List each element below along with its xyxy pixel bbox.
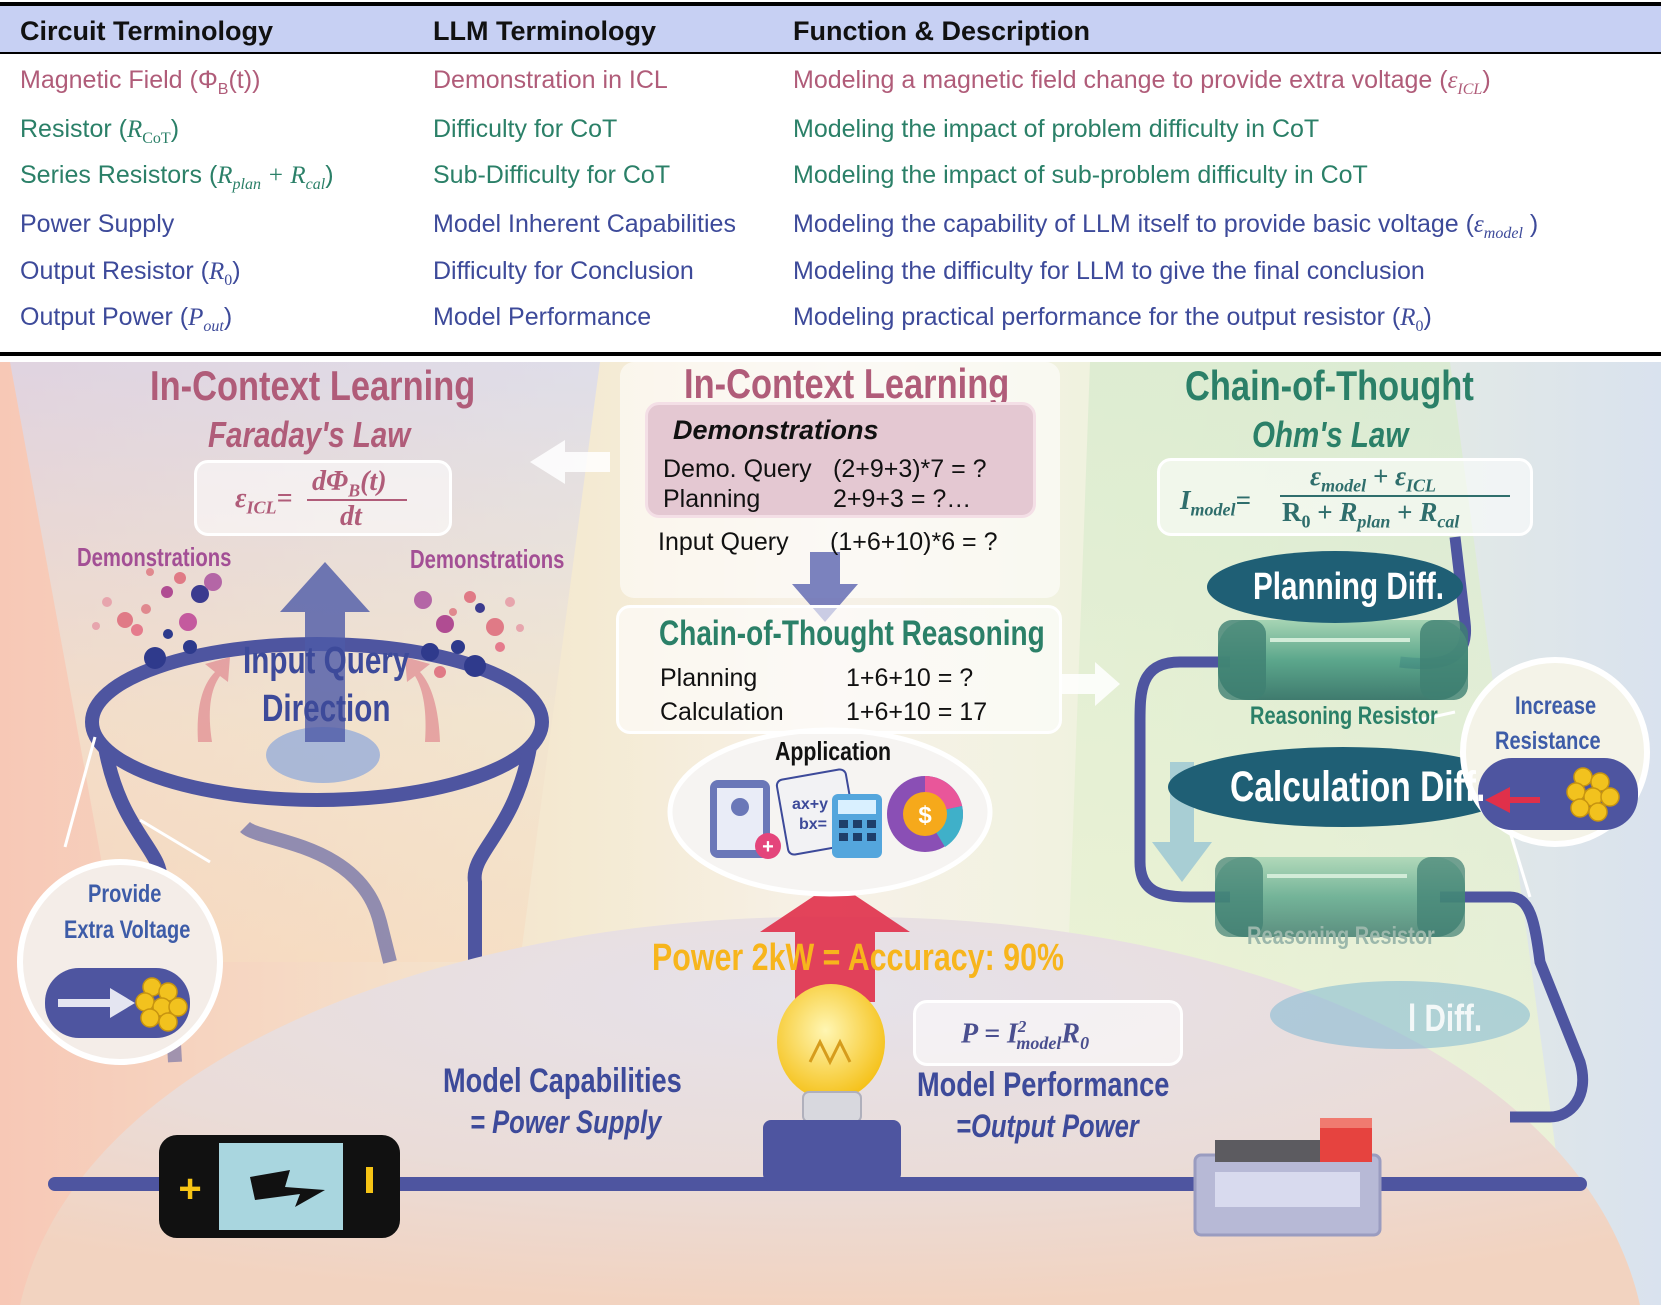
row5-llm: Difficulty for Conclusion [433,257,694,285]
row4-circuit: Power Supply [20,210,175,238]
increase-label: Increase [1515,692,1597,720]
cot-calculation-value: 1+6+10 = 17 [846,698,988,726]
cot-planning-label: Planning [660,664,758,692]
reasoning-resistor-label-2: Reasoning Resistor [1247,922,1435,950]
provide-label: Provide [88,880,162,908]
model-performance-label: Model Performance [917,1066,1170,1104]
input-query-label: Input Query [243,640,410,682]
demonstrations-heading: Demonstrations [673,415,879,445]
table-top-rule [0,2,1661,6]
power-supply-label: = Power Supply [470,1104,662,1140]
ohm-fraction-bar [1280,495,1510,497]
left-icl-title: In-Context Learning [150,362,476,409]
row6-llm: Model Performance [433,303,652,331]
demonstrations-label-left: Demonstrations [77,542,232,572]
power-equation: P = I2modelR0 [961,1017,1090,1053]
demo-query-label: Demo. Query [663,455,812,483]
faraday-denominator: dt [340,501,362,532]
coin-chart-icon: $ [887,776,964,852]
row3-llm: Sub-Difficulty for CoT [433,161,671,189]
right-cot-title: Chain-of-Thought [1185,362,1474,409]
svg-text:$: $ [918,802,932,829]
hidden-diff-label: l Diff. [1408,998,1483,1040]
ohm-numerator: εmodel + εICL [1310,461,1437,496]
row3-desc: Modeling the impact of sub-problem diffi… [793,161,1368,189]
switch-icon [1193,1118,1382,1237]
power-equation-box: P = I2modelR0 [913,1000,1183,1066]
demonstrations-label-right: Demonstrations [410,544,565,574]
demo-planning-label: Planning [663,485,761,513]
extra-voltage-label: Extra Voltage [64,916,191,944]
row6-circuit: Output Power (Pout) [20,303,233,335]
row5-desc: Modeling the difficulty for LLM to give … [793,257,1425,285]
ohm-denominator: R0 + Rplan + Rcal [1282,497,1460,532]
ohm-equation: Imodel= [1180,485,1251,520]
middle-icl-title: In-Context Learning [684,362,1010,407]
demonstrations-box: Demonstrations Demo. Query (2+9+3)*7 = ?… [645,402,1036,518]
demonstration-particles-left [92,568,222,669]
power-accuracy-text: Power 2kW = Accuracy: 90% [652,937,1065,979]
cot-reasoning-heading: Chain-of-Thought Reasoning [659,614,1045,653]
header-llm: LLM Terminology [433,16,656,46]
circuit-llm-diagram: + [0,362,1661,1305]
reasoning-resistor-1 [1218,620,1468,700]
light-bulb-icon [763,984,901,1182]
reasoning-resistor-label-1: Reasoning Resistor [1250,702,1438,730]
table-header-rule [0,52,1661,54]
cot-calculation-label: Calculation [660,698,784,726]
demonstration-particles-right [414,591,524,678]
faraday-equation: εICL= [235,483,293,518]
row1-circuit: Magnetic Field (ΦB(t)) [20,66,261,98]
ohm-equation-box: Imodel= εmodel + εICL R0 + Rplan + Rcal [1157,458,1533,536]
cot-reasoning-box: Chain-of-Thought Reasoning Planning 1+6+… [616,605,1062,734]
row2-desc: Modeling the impact of problem difficult… [793,115,1320,143]
table-bottom-rule [0,352,1661,356]
diagram-background-svg: + [0,362,1661,1305]
output-power-label: =Output Power [956,1108,1139,1144]
battery-icon: + [159,1135,400,1238]
right-ohm-subtitle: Ohm's Law [1252,414,1409,455]
application-label: Application [775,736,892,766]
faraday-equation-box: εICL= dΦB(t) dt [194,460,452,536]
header-function: Function & Description [793,16,1090,46]
demo-query-value: (2+9+3)*7 = ? [833,455,987,483]
row5-circuit: Output Resistor (R0) [20,257,241,289]
svg-text:+: + [178,1167,201,1211]
svg-text:ax+y: ax+y [792,796,828,813]
left-faraday-subtitle: Faraday's Law [208,414,411,455]
row2-llm: Difficulty for CoT [433,115,618,143]
faraday-fraction-bar [307,499,407,501]
planning-diff-label: Planning Diff. [1253,566,1445,608]
cot-planning-value: 1+6+10 = ? [846,664,974,692]
calculator-icon [832,794,882,858]
row2-circuit: Resistor (RCoT) [20,115,180,147]
reasoning-resistor-2 [1215,857,1465,937]
row1-llm: Demonstration in ICL [433,66,668,94]
input-query-row-label: Input Query [658,528,789,556]
row6-desc: Modeling practical performance for the o… [793,303,1432,335]
input-query-row-value: (1+6+10)*6 = ? [830,528,998,556]
demo-planning-value: 2+9+3 = ?… [833,485,972,513]
terminology-table: Circuit Terminology LLM Terminology Func… [0,0,1661,360]
red-arrow-up-icon [760,882,910,1002]
svg-text:bx=: bx= [799,816,827,833]
faraday-numerator: dΦB(t) [312,466,387,501]
resistance-label: Resistance [1495,727,1601,755]
header-circuit: Circuit Terminology [20,16,274,46]
row4-llm: Model Inherent Capabilities [433,210,736,238]
calculation-diff-label: Calculation Diff. [1230,763,1486,811]
clipboard-icon: + [710,780,781,859]
svg-text:+: + [762,836,774,858]
arrow-up-icon [280,562,370,742]
model-capabilities-label: Model Capabilities [443,1062,682,1100]
table-header-row: Circuit Terminology LLM Terminology Func… [0,6,1661,52]
row1-desc: Modeling a magnetic field change to prov… [793,66,1491,98]
row3-circuit: Series Resistors (Rplan + Rcal) [20,161,334,193]
row4-desc: Modeling the capability of LLM itself to… [793,210,1539,242]
direction-label: Direction [262,688,391,730]
